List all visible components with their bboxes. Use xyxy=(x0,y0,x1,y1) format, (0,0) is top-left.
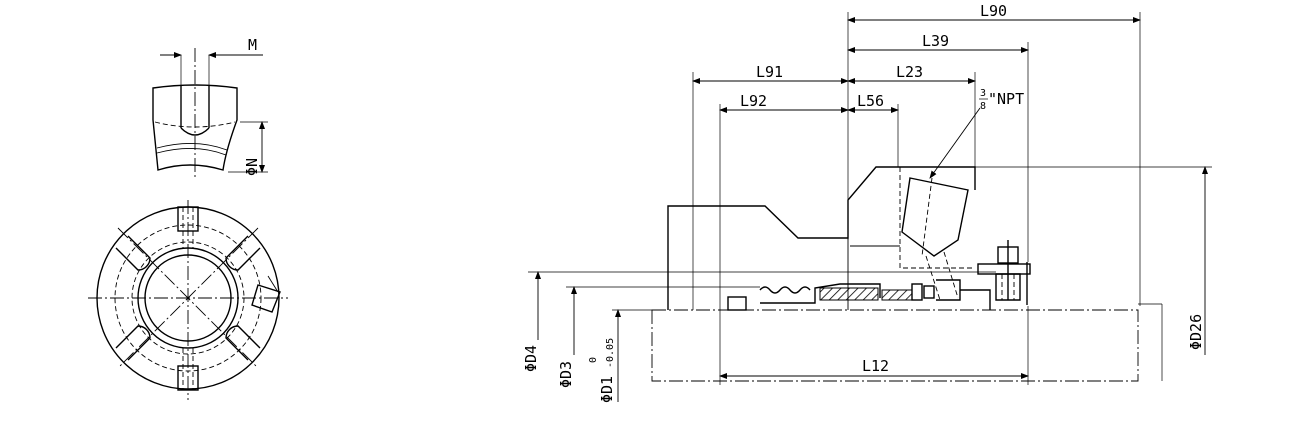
dim-d1-tol-lower: -0.05 xyxy=(605,338,616,368)
dim-d1-tol-upper: 0 xyxy=(588,357,599,363)
dim-l90-label: L90 xyxy=(980,2,1007,20)
dim-l39-label: L39 xyxy=(922,32,949,50)
npt-label: "NPT xyxy=(988,90,1024,108)
dim-phi-d1-label: ΦD1 xyxy=(598,376,616,403)
dim-l56-label: L56 xyxy=(857,92,884,110)
dim-l92-label: L92 xyxy=(740,92,767,110)
dim-phi-d26-label: ΦD26 xyxy=(1187,314,1205,350)
section-view: L90 L39 L91 L23 L92 L56 3 8 "NPT L12 ΦD4… xyxy=(522,2,1212,403)
npt-fraction-denominator: 8 xyxy=(980,101,986,112)
dim-l23-label: L23 xyxy=(896,63,923,81)
dim-phi-n-label: ΦN xyxy=(243,158,261,176)
end-view xyxy=(88,200,288,400)
npt-fraction-numerator: 3 xyxy=(980,88,986,99)
top-detail-view: M ΦN xyxy=(152,36,268,178)
dim-phi-d3-label: ΦD3 xyxy=(557,361,575,388)
dim-l12-label: L12 xyxy=(862,357,889,375)
dim-phi-d4-label: ΦD4 xyxy=(522,345,540,372)
dim-l91-label: L91 xyxy=(756,63,783,81)
dim-m-label: M xyxy=(248,36,257,54)
